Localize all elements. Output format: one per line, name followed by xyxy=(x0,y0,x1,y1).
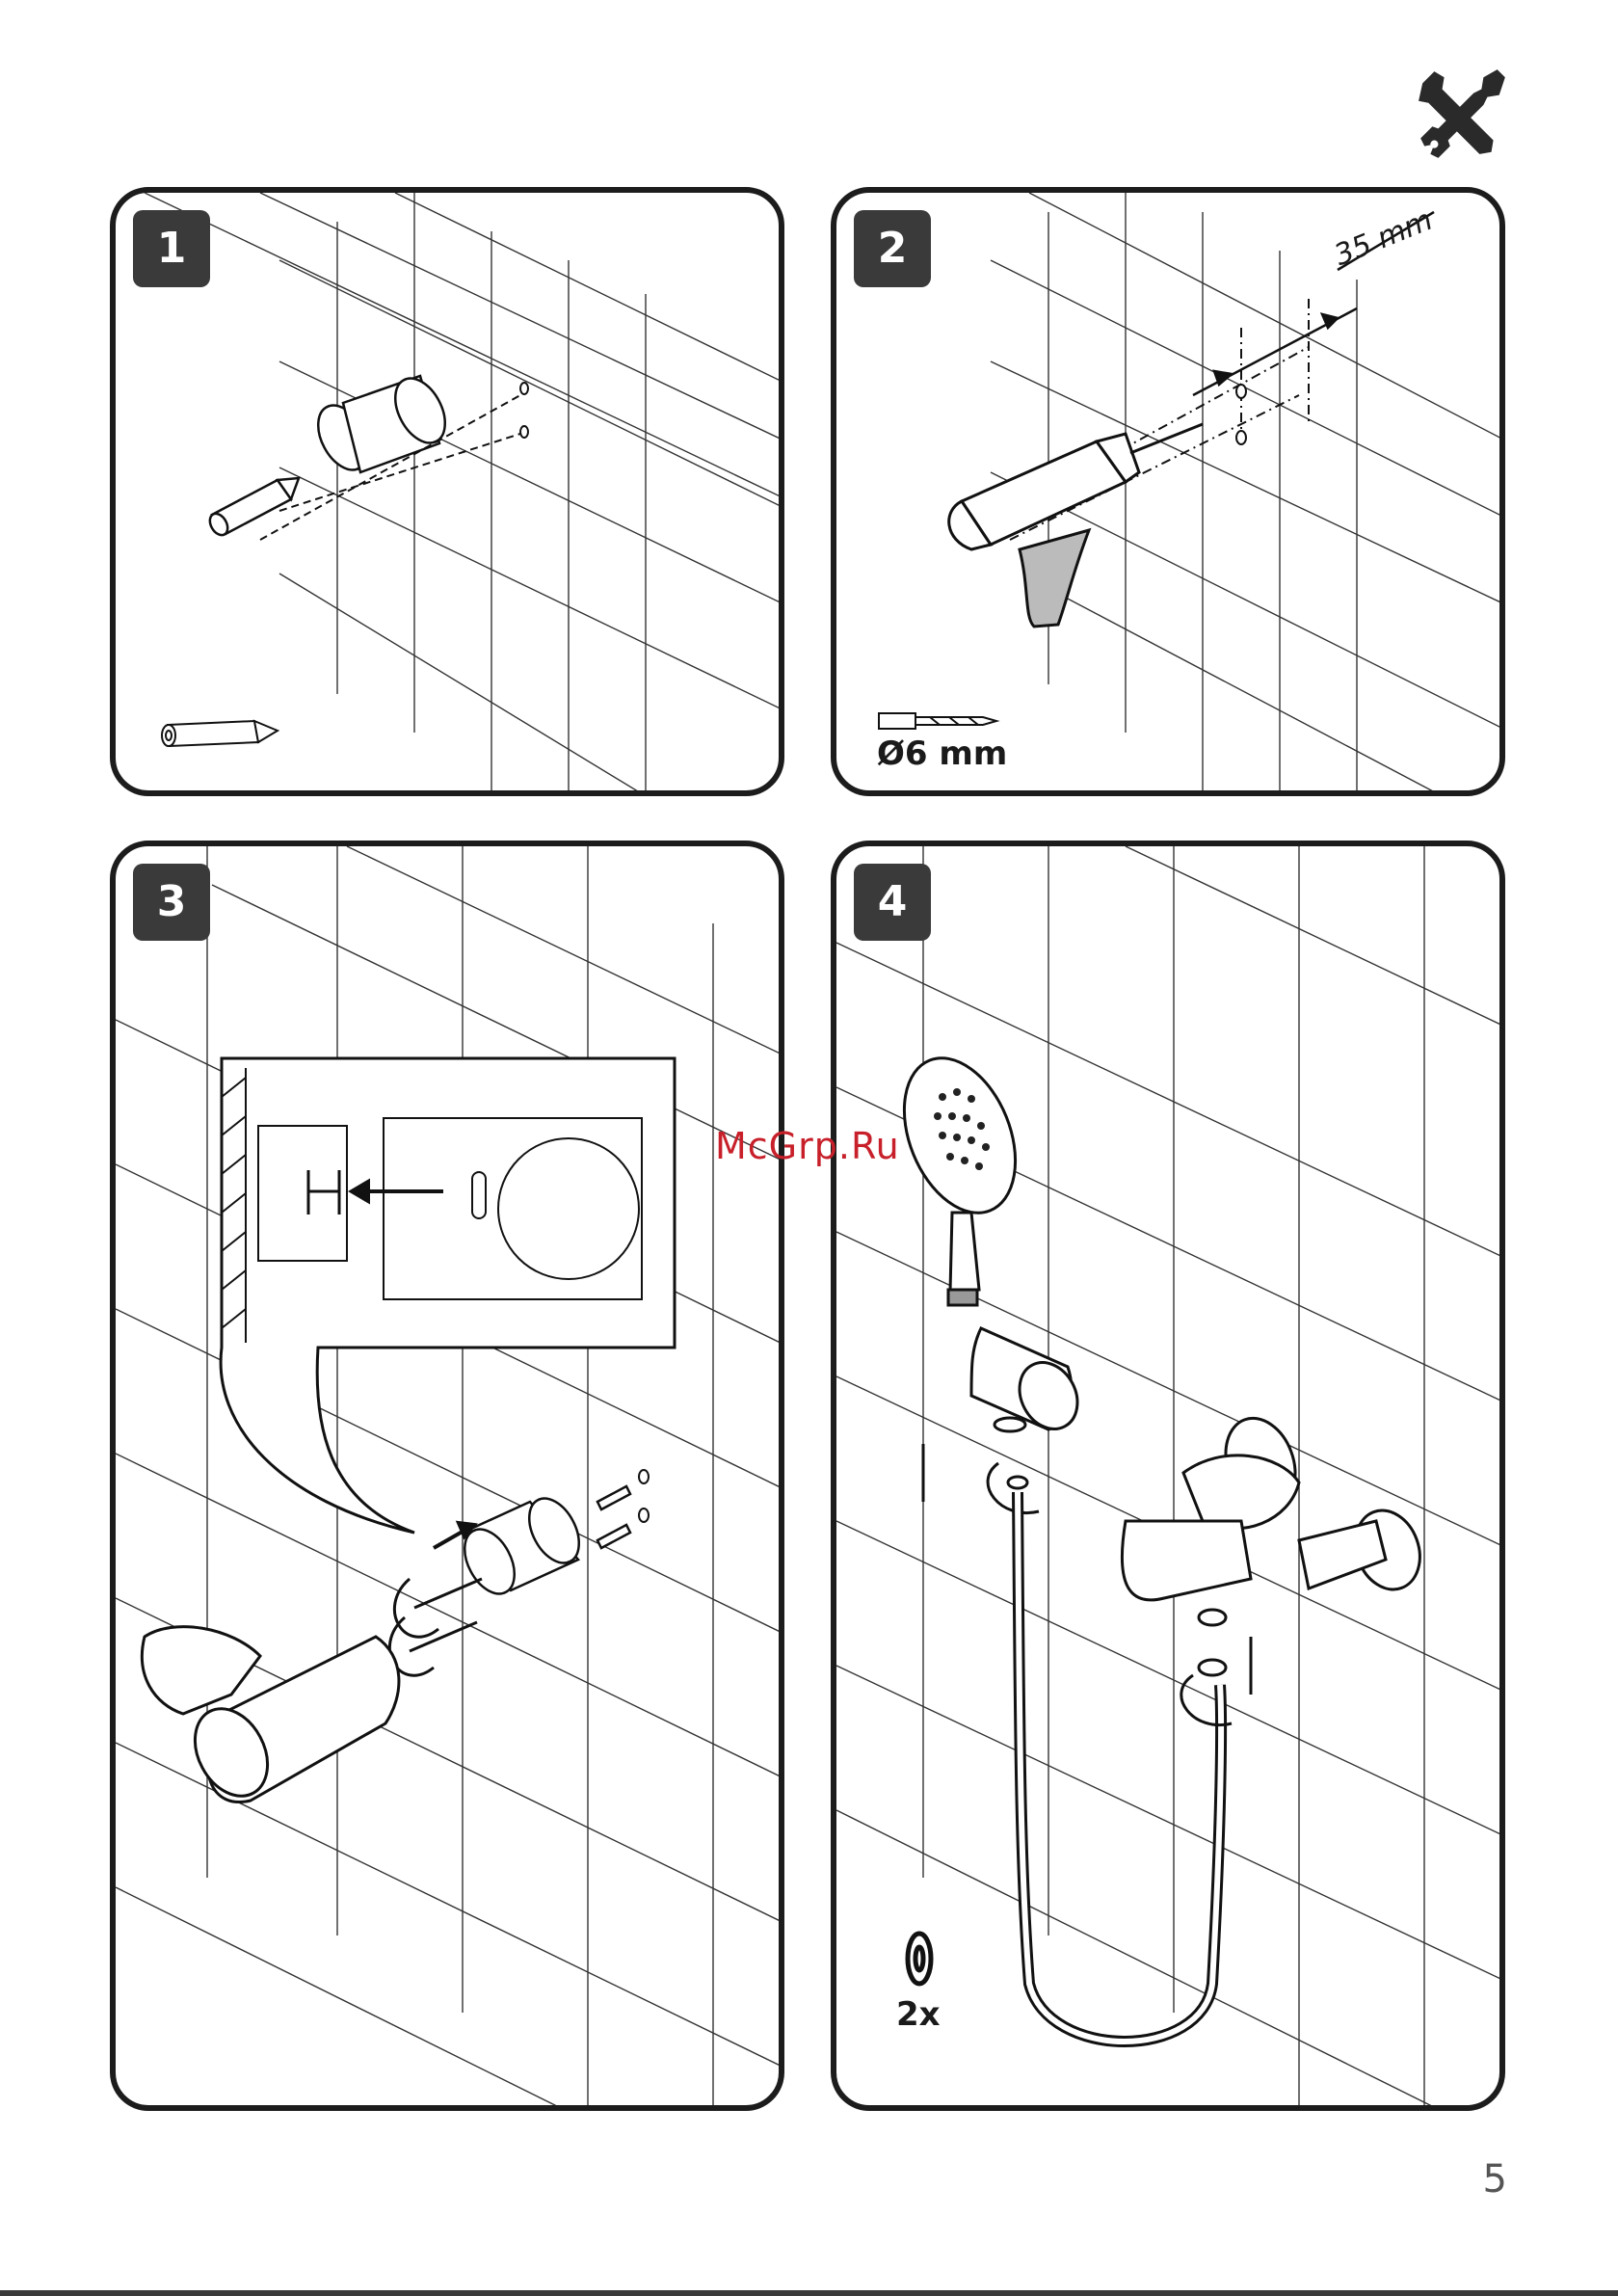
step-3-illustration xyxy=(116,846,784,2111)
step-3-panel: 3 xyxy=(110,841,784,2111)
watermark: McGrp.Ru xyxy=(715,1125,900,1167)
washer-caption: 2x xyxy=(896,1995,941,2034)
step-badge: 4 xyxy=(854,864,931,941)
drill-bit-icon xyxy=(877,709,1002,733)
step-badge: 2 xyxy=(854,210,931,287)
step-2-panel: 2 35 mm Ø6 mm xyxy=(831,187,1505,796)
wrench-screwdriver-icon xyxy=(1415,64,1513,162)
drill-bit-caption: Ø6 mm xyxy=(877,734,1007,773)
step-2-illustration xyxy=(836,193,1505,796)
step-1-panel: 1 xyxy=(110,187,784,796)
step-4-illustration xyxy=(836,846,1505,2111)
washer-icon xyxy=(908,1934,931,1984)
page-number: 5 xyxy=(1483,2157,1507,2202)
step-badge: 1 xyxy=(133,210,210,287)
pencil-icon xyxy=(158,717,283,752)
step-badge: 3 xyxy=(133,864,210,941)
bottom-rule xyxy=(0,2290,1618,2296)
step-4-panel: 4 2x xyxy=(831,841,1505,2111)
step-1-illustration xyxy=(116,193,784,796)
